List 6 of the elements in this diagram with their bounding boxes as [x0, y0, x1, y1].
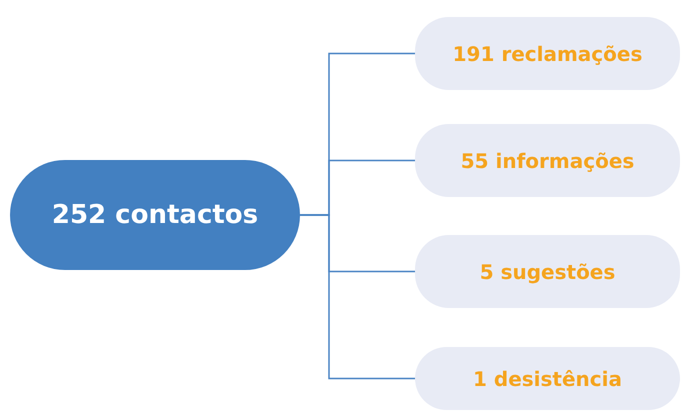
connector-line: [300, 214, 415, 380]
node-label: 1 desistência: [473, 366, 622, 390]
node-label: 252 contactos: [52, 200, 258, 230]
node-label: 5 sugestões: [480, 260, 616, 284]
node-label: 191 reclamações: [452, 42, 642, 66]
node-label: 55 informações: [460, 148, 634, 172]
